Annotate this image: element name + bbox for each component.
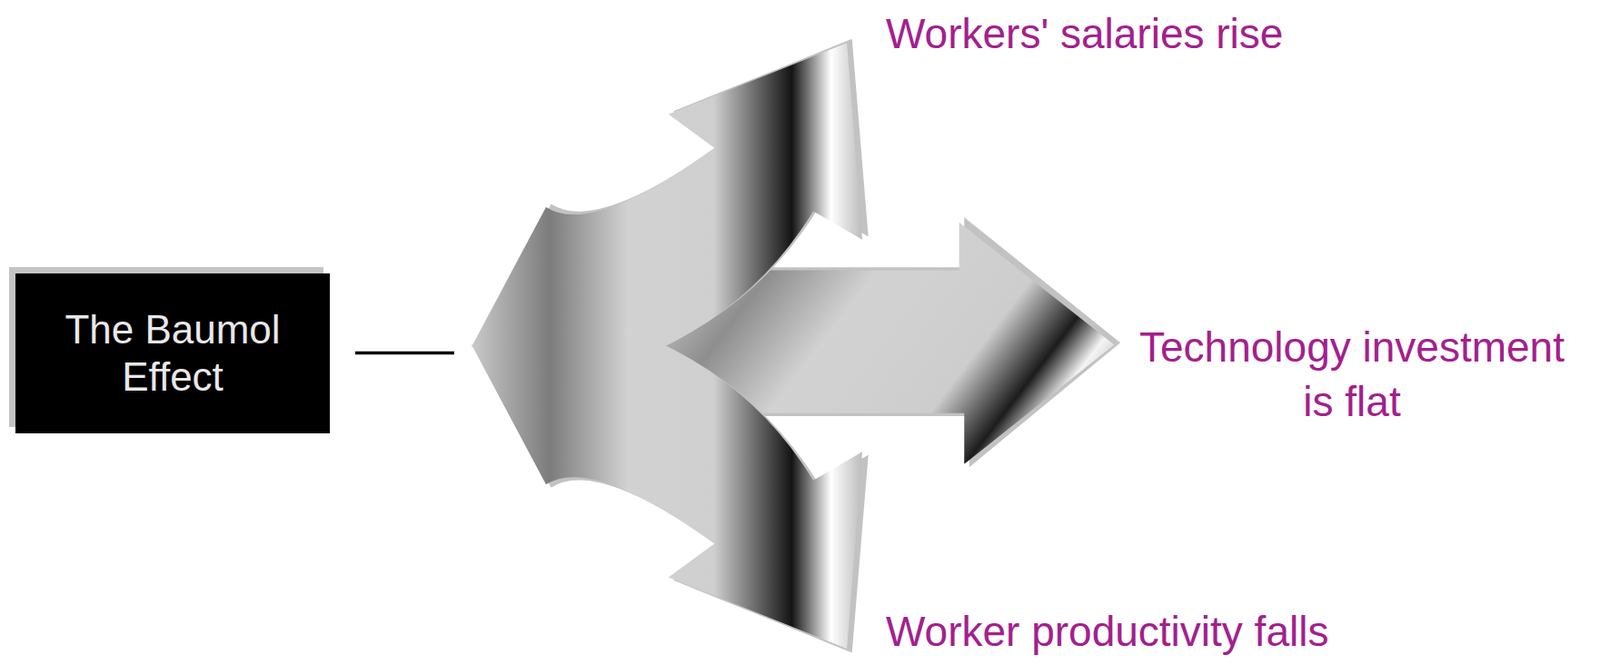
box-title: The Baumol Effect	[33, 306, 312, 401]
lead-line	[355, 351, 455, 355]
lower-arrow	[471, 339, 869, 654]
outcome-label: Workers' salaries rise	[885, 7, 1283, 62]
title-box: The Baumol Effect	[15, 273, 330, 434]
outcome-label: Worker productivity falls	[885, 605, 1329, 660]
outcome-label: Technology investment is flat	[1129, 320, 1575, 430]
upper-arrow	[471, 39, 869, 353]
